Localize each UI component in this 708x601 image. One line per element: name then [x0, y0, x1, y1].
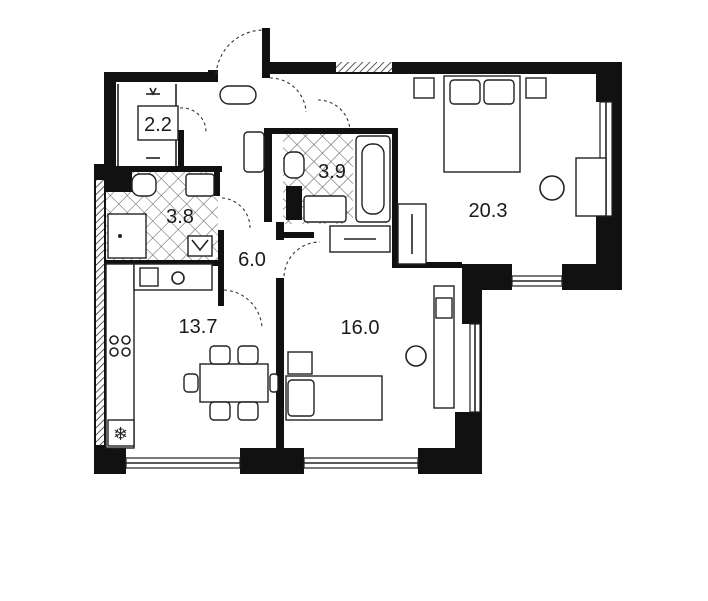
- hall-fixtures: [219, 85, 257, 105]
- room-area-kitchen: 13.7: [179, 316, 218, 338]
- room-area-wardrobe: 2.2: [144, 114, 172, 136]
- room-area-bedroom-small: 16.0: [341, 317, 380, 339]
- bathroom-small-fixtures: [107, 173, 215, 259]
- exterior-walls: [94, 62, 622, 474]
- kitchen-fixtures: ❄: [105, 263, 279, 449]
- wardrobe-fixtures: [117, 84, 179, 166]
- bedroom-main-fixtures: [397, 75, 607, 265]
- room-area-bedroom-main: 20.3: [469, 200, 508, 222]
- bedroom-small-fixtures: [285, 285, 455, 421]
- room-area-hall: 6.0: [238, 249, 266, 271]
- snowflake-icon: ❄: [113, 424, 128, 445]
- room-area-bathroom-small: 3.8: [166, 206, 194, 228]
- bathroom-large-fixtures: [243, 131, 391, 253]
- doors: [179, 28, 351, 329]
- room-area-bathroom-large: 3.9: [318, 161, 346, 183]
